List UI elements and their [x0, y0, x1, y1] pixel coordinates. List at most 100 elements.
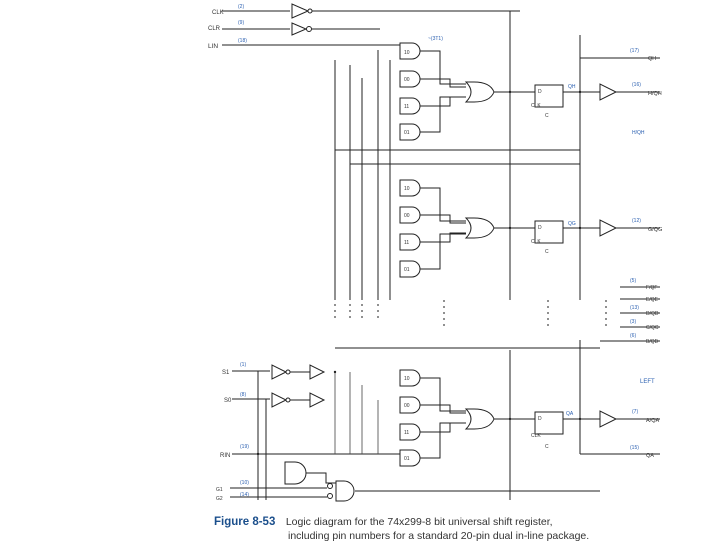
junction: [508, 90, 512, 94]
junction: [578, 226, 582, 230]
s1-inv-bubble: [285, 369, 291, 375]
s0-inv: [271, 392, 288, 408]
ff-h-clk: CLK: [531, 103, 541, 109]
ff-g: [534, 220, 564, 244]
and-gate-h1: [399, 42, 421, 60]
and-gate-g2: [399, 206, 421, 224]
and-gate-a1: [399, 369, 421, 387]
ff-h-c: C: [545, 113, 549, 119]
caption-line1: Logic diagram for the 74x299-8 bit unive…: [285, 516, 553, 528]
out-label-hqh: H/QH: [648, 91, 662, 97]
bus-pin-3: (3): [630, 319, 636, 325]
bus-label-1: E/QE: [646, 297, 659, 303]
g1-bubble: [327, 483, 333, 489]
s0-buf: [309, 392, 326, 408]
pin-clr: (9): [238, 20, 244, 26]
ff-g-d: D: [538, 225, 542, 231]
clk-inverter-bubble: [307, 8, 313, 14]
out-label-gqg: G/QG: [648, 227, 662, 233]
mux-label-g4: 01: [404, 267, 410, 273]
pin-qh: (17): [630, 48, 639, 54]
g1-label: G1: [216, 487, 223, 493]
and-gate-g3: [399, 233, 421, 251]
callout: ~(3T1): [428, 36, 443, 42]
g-feedback: [335, 149, 580, 165]
left-label: LEFT: [640, 379, 655, 385]
ff-a-d: D: [538, 416, 542, 422]
bus-pin-4: (6): [630, 333, 636, 339]
tri-buffer-a: [599, 410, 618, 428]
ff-h-d: D: [538, 89, 542, 95]
g2-bubble: [327, 493, 333, 499]
pin-g2: (14): [240, 492, 249, 498]
pin-rin: (19): [240, 444, 249, 450]
and-gate-a3: [399, 423, 421, 441]
ff-a-clk: CLK: [531, 433, 541, 439]
junction: [508, 417, 512, 421]
and-gate-h3: [399, 97, 421, 115]
clk-buffer: [291, 3, 310, 19]
s1-buf: [309, 364, 326, 380]
mux-label-h3: 11: [404, 104, 409, 110]
pin-qa: (15): [630, 445, 639, 451]
out-label-qa: QA: [646, 453, 654, 459]
junction: [578, 90, 582, 94]
tri-buffer-g: [599, 219, 618, 237]
ff-g-clk: CLK: [531, 239, 541, 245]
s0-inv-bubble: [285, 397, 291, 403]
mux-label-a1: 10: [404, 376, 410, 382]
ff-a: [534, 411, 564, 435]
pin-g1: (10): [240, 480, 249, 486]
bus-label-2: D/QD: [646, 311, 659, 317]
ff-h: [534, 84, 564, 108]
bus-label-0: F/QF: [646, 285, 657, 291]
mux-label-h1: 10: [404, 50, 410, 56]
clr-label: CLR: [208, 26, 221, 32]
caption-title: Figure 8-53: [214, 516, 276, 528]
pin-lin: (18): [238, 38, 247, 44]
and-gate-a2: [399, 396, 421, 414]
tri-buffer-h: [599, 83, 618, 101]
mux-label-a2: 00: [404, 403, 410, 409]
junction: [333, 370, 337, 374]
mux-label-g2: 00: [404, 213, 410, 219]
bus-label-4: B/QB: [646, 339, 659, 345]
ff-g-c: C: [545, 249, 549, 255]
oe-wire: [306, 472, 336, 484]
mux-label-h4: 01: [404, 130, 410, 136]
and-gate-h2: [399, 70, 421, 88]
and-gate-h4: [399, 123, 421, 141]
out-label-qh: QH: [648, 56, 656, 62]
s1-inv: [271, 364, 288, 380]
bus-pin-0: (5): [630, 278, 636, 284]
or-gate-a: [464, 408, 495, 430]
stage-a-wires: [420, 377, 466, 459]
pin-gqg: (12): [632, 218, 641, 224]
out-label-aqa: A/QA: [646, 418, 659, 424]
s0-label: S0: [224, 398, 232, 404]
or-gate-h: [464, 81, 495, 103]
mux-label-h2: 00: [404, 77, 410, 83]
ff-a-q: QA: [566, 411, 574, 417]
ff-g-q: QG: [568, 221, 576, 227]
pin-s0: (8): [240, 392, 246, 398]
and-gate-g-enable: [335, 480, 355, 502]
s1-label: S1: [222, 370, 230, 376]
stage-h-wires: [420, 50, 466, 133]
pin-clk: (2): [238, 4, 244, 10]
bus-label-3: C/QC: [646, 325, 659, 331]
figure-caption: Figure 8-53 Logic diagram for the 74x299…: [214, 512, 714, 542]
and-gate-g1: [399, 179, 421, 197]
mux-label-g1: 10: [404, 186, 410, 192]
and-gate-g4: [399, 260, 421, 278]
bus-pin-2: (13): [630, 305, 639, 311]
ff-a-c: C: [545, 444, 549, 450]
clr-bubble: [306, 26, 312, 32]
ff-h-q: QH: [568, 84, 576, 90]
right-label: H/QH: [632, 130, 645, 136]
pin-s1: (1): [240, 362, 246, 368]
mux-label-a3: 11: [404, 430, 409, 436]
caption-line2: including pin numbers for a standard 20-…: [288, 530, 590, 542]
junction: [578, 417, 582, 421]
and-gate-oe: [284, 461, 307, 485]
